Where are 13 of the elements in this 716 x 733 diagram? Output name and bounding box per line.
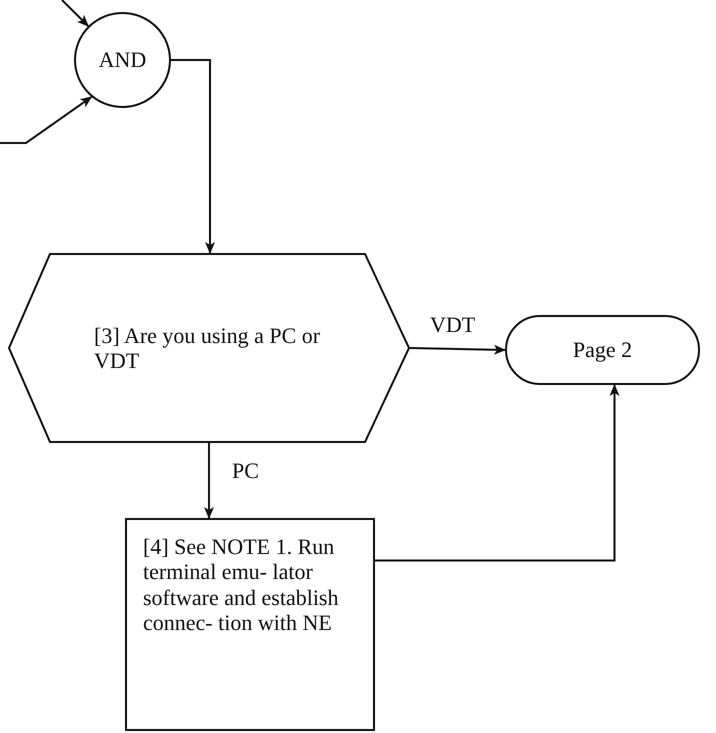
arrow bbox=[61, 0, 89, 27]
arrow bbox=[171, 59, 215, 254]
node-text: [3] Are you using a PC or VDT bbox=[94, 322, 322, 374]
process-box bbox=[125, 518, 375, 731]
gate-label: AND bbox=[98, 47, 148, 73]
arrow bbox=[0, 96, 92, 144]
arrow bbox=[410, 344, 506, 355]
node-text: [4] See NOTE 1. Run terminal emu- lator software and establish connec- tion with NE bbox=[143, 534, 340, 636]
and-gate-circle bbox=[74, 12, 171, 108]
arrow bbox=[375, 384, 620, 562]
arrow bbox=[204, 443, 214, 519]
decision-hexagon bbox=[8, 253, 410, 443]
node-text: Page 2 bbox=[572, 337, 634, 363]
